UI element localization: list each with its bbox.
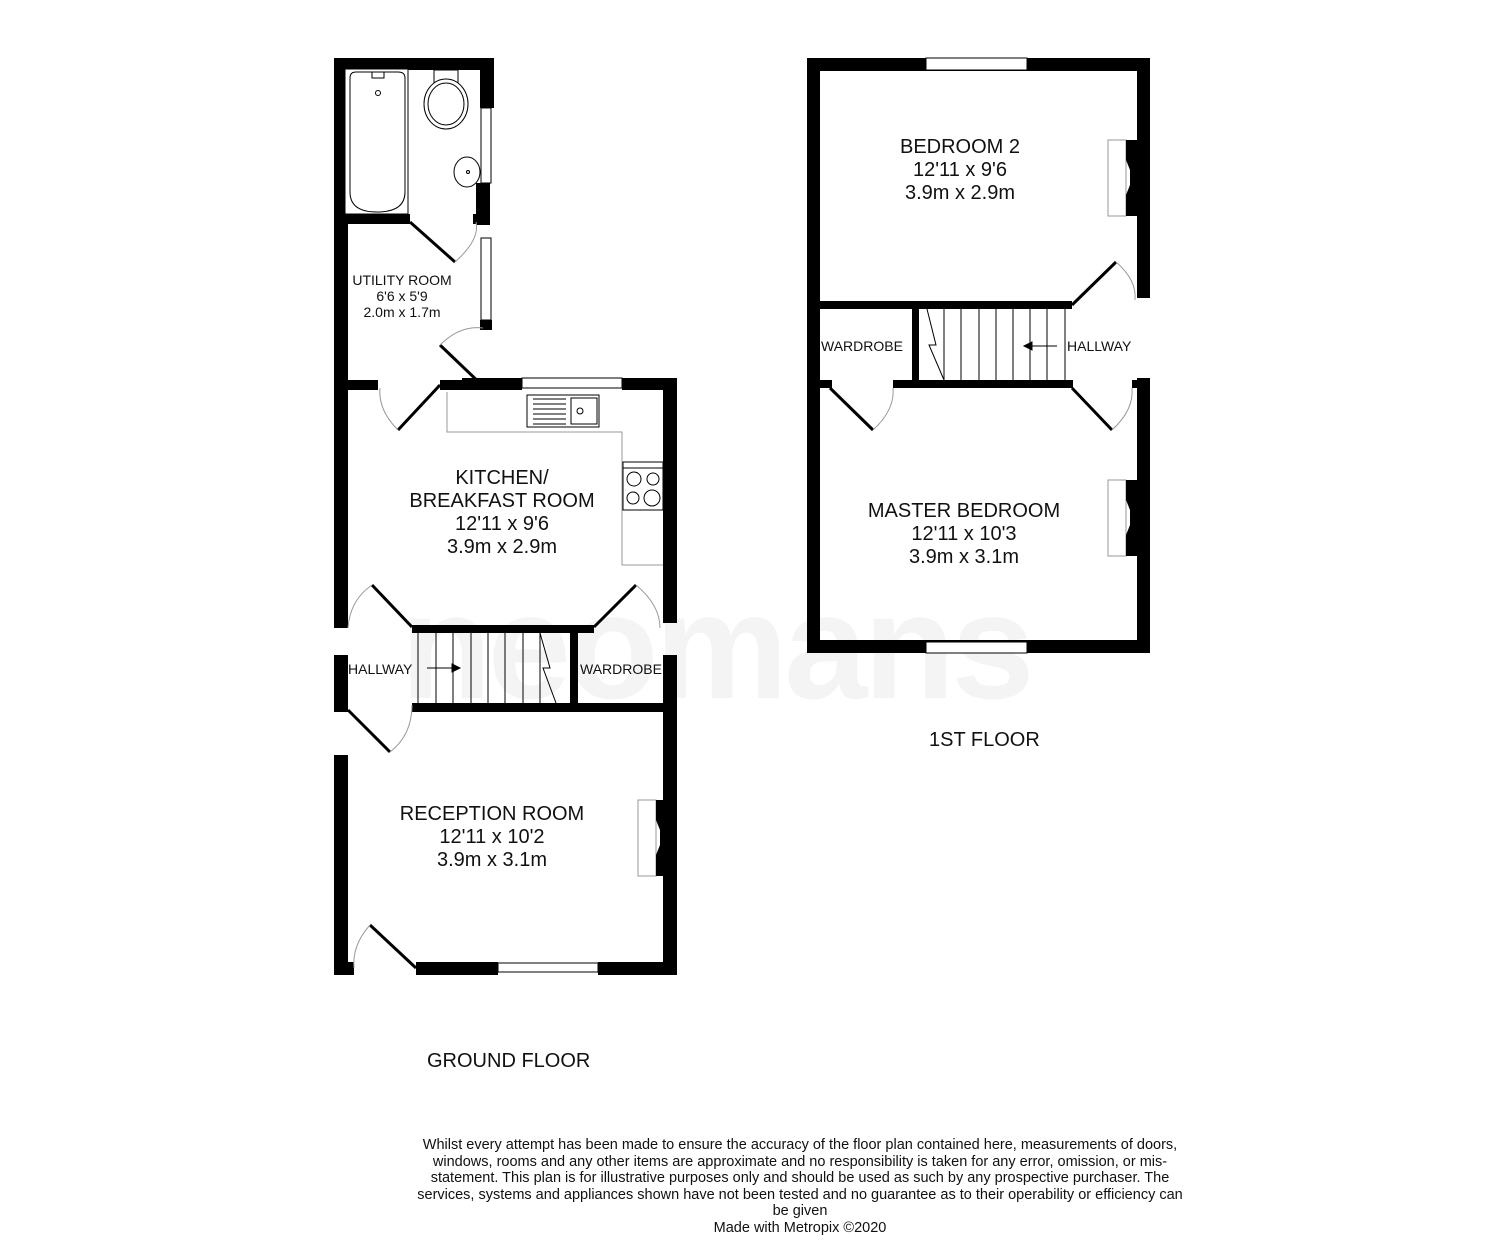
first-floor-doors <box>828 260 1118 432</box>
utility-room-name: UTILITY ROOM <box>352 272 452 288</box>
reception-name: RECEPTION ROOM <box>399 803 585 825</box>
kitchen-name-line1: KITCHEN/ <box>455 467 549 489</box>
kitchen-label: KITCHEN/ BREAKFAST ROOM 12'11 x 9'6 3.9m… <box>390 467 614 559</box>
utility-room-imperial: 6'6 x 5'9 <box>376 288 428 304</box>
first-floor-title: 1ST FLOOR <box>929 729 1040 751</box>
disclaimer: Whilst every attempt has been made to en… <box>410 1137 1190 1236</box>
bedroom2-metric: 3.9m x 2.9m <box>904 182 1016 204</box>
master-bedroom-label: MASTER BEDROOM 12'11 x 10'3 3.9m x 3.1m <box>850 500 1078 569</box>
kitchen-metric: 3.9m x 2.9m <box>446 536 558 558</box>
master-bedroom-name: MASTER BEDROOM <box>867 500 1061 522</box>
ground-floor-walls <box>334 58 677 975</box>
reception-fireplace <box>637 799 663 877</box>
bedroom2-fireplace <box>1107 139 1137 217</box>
kitchen-name-line2: BREAKFAST ROOM <box>409 490 595 512</box>
reception-imperial: 12'11 x 10'2 <box>439 826 545 848</box>
bedroom2-imperial: 12'11 x 9'6 <box>912 159 1007 181</box>
first-floor-windows <box>925 57 1028 654</box>
master-bedroom-imperial: 12'11 x 10'3 <box>911 523 1017 545</box>
toilet-icon <box>423 69 469 130</box>
kitchen-imperial: 12'11 x 9'6 <box>454 513 549 535</box>
first-wardrobe-label: WARDROBE <box>821 338 903 354</box>
ground-wardrobe-label: WARDROBE <box>580 661 662 677</box>
ground-floor-title: GROUND FLOOR <box>427 1050 591 1072</box>
utility-room-metric: 2.0m x 1.7m <box>363 304 441 320</box>
disclaimer-text: Whilst every attempt has been made to en… <box>417 1137 1183 1219</box>
metropix-credit: Made with Metropix ©2020 <box>713 1219 887 1236</box>
ground-stairs <box>417 632 557 704</box>
kitchen-counter <box>446 392 663 566</box>
master-fireplace <box>1107 479 1137 557</box>
ground-floor-doors <box>346 220 638 970</box>
ground-hallway-label: HALLWAY <box>348 661 413 677</box>
reception-metric: 3.9m x 3.1m <box>436 849 548 871</box>
bedroom2-label: BEDROOM 2 12'11 x 9'6 3.9m x 2.9m <box>860 136 1060 205</box>
hob-icon <box>622 461 664 511</box>
bath-icon <box>344 68 409 215</box>
first-stairs <box>926 308 1066 381</box>
first-hallway-label: HALLWAY <box>1067 338 1132 354</box>
ground-floor-windows <box>480 107 623 973</box>
bedroom2-name: BEDROOM 2 <box>899 136 1021 158</box>
utility-room-label: UTILITY ROOM 6'6 x 5'9 2.0m x 1.7m <box>347 272 457 320</box>
first-floor-walls <box>807 58 1150 653</box>
sink-icon <box>526 394 600 428</box>
master-bedroom-metric: 3.9m x 3.1m <box>908 546 1020 568</box>
reception-label: RECEPTION ROOM 12'11 x 10'2 3.9m x 3.1m <box>380 803 604 872</box>
basin-icon <box>453 156 481 188</box>
